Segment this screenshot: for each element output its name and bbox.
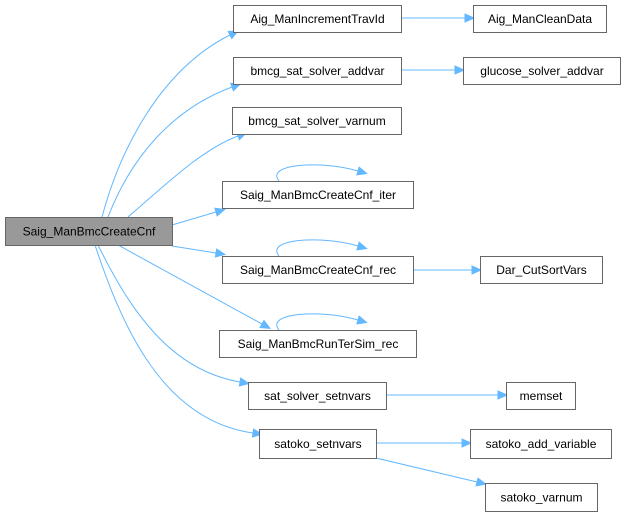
edge-incTrav-to-clean (401, 13, 476, 23)
edge-line (117, 244, 263, 325)
arrowhead-icon (214, 207, 226, 217)
node-box (463, 57, 621, 85)
function-node-setnvars[interactable]: sat_solver_setnvars (248, 382, 387, 410)
nodes-layer: Saig_ManBmcCreateCnf Aig_ManIncrementTrav… (5, 5, 621, 512)
arrowhead-icon (454, 65, 466, 75)
node-box (506, 382, 576, 410)
edge-line (276, 164, 359, 182)
node-label: Saig_ManBmcCreateCnf_iter (240, 188, 396, 202)
function-node-clean[interactable]: Aig_ManCleanData (473, 5, 607, 33)
node-box (470, 429, 612, 459)
node-box (233, 57, 402, 85)
arrowhead-icon (497, 390, 509, 400)
edge-addvar-to-glucose (401, 65, 466, 75)
node-box (473, 5, 607, 33)
node-label: sat_solver_setnvars (264, 389, 371, 403)
node-box (485, 483, 598, 512)
root-function-node[interactable]: Saig_ManBmcCreateCnf (5, 217, 173, 246)
edge-root-to-addvar (107, 82, 242, 218)
node-label: Aig_ManIncrementTravId (250, 12, 384, 26)
node-label: memset (520, 389, 563, 403)
arrowhead-icon (461, 438, 473, 448)
edge-rec-to-dar (413, 265, 483, 275)
function-node-rec[interactable]: Saig_ManBmcCreateCnf_rec (222, 256, 414, 284)
node-box (222, 256, 414, 284)
edge-line (97, 244, 241, 383)
node-label: glucose_solver_addvar (480, 64, 603, 78)
node-label: satoko_add_variable (486, 437, 597, 451)
edge-tersim-to-tersim (276, 313, 368, 331)
arrowhead-icon (356, 241, 368, 251)
node-box (5, 217, 173, 246)
node-label: satoko_varnum (500, 491, 582, 505)
edge-root-to-rec (171, 245, 227, 258)
edge-line (276, 313, 359, 331)
edge-satoko-to-addvarS (376, 438, 473, 448)
node-label: Aig_ManCleanData (488, 12, 592, 26)
node-label: satoko_setnvars (274, 437, 361, 451)
node-box (248, 382, 387, 410)
edge-root-to-tersim (117, 244, 271, 329)
node-label: Saig_ManBmcRunTerSim_rec (238, 337, 399, 351)
function-node-glucose[interactable]: glucose_solver_addvar (463, 57, 621, 85)
edge-iter-to-iter (276, 164, 368, 182)
function-node-varnumS[interactable]: satoko_varnum (485, 483, 598, 512)
node-label: Saig_ManBmcCreateCnf_rec (240, 263, 396, 277)
edge-root-to-iter (171, 207, 226, 226)
edge-satoko-to-varnumS (375, 457, 487, 487)
edge-root-to-satoko (94, 244, 264, 438)
node-box (219, 330, 417, 358)
arrowhead-icon (464, 13, 476, 23)
function-node-dar[interactable]: Dar_CutSortVars (480, 256, 603, 284)
function-node-iter[interactable]: Saig_ManBmcCreateCnf_iter (222, 181, 414, 209)
node-box (232, 107, 402, 135)
function-node-addvarS[interactable]: satoko_add_variable (470, 429, 612, 459)
node-box (222, 181, 414, 209)
arrowhead-icon (238, 377, 251, 387)
edge-root-to-setnvars (97, 244, 251, 387)
node-box (259, 429, 377, 459)
edge-line (276, 239, 359, 257)
function-node-satoko[interactable]: satoko_setnvars (259, 429, 377, 459)
node-label: bmcg_sat_solver_varnum (248, 114, 385, 128)
node-label: bmcg_sat_solver_addvar (250, 64, 384, 78)
edge-rec-to-rec (276, 239, 368, 257)
arrowhead-icon (214, 248, 227, 258)
edges-layer (94, 13, 509, 487)
arrowhead-icon (471, 265, 483, 275)
arrowhead-icon (356, 315, 368, 325)
node-label: Saig_ManBmcCreateCnf (23, 225, 156, 239)
function-node-tersim[interactable]: Saig_ManBmcRunTerSim_rec (219, 330, 417, 358)
edge-line (94, 244, 254, 434)
edge-line (127, 135, 239, 218)
function-node-addvar[interactable]: bmcg_sat_solver_addvar (233, 57, 402, 85)
node-box (233, 5, 402, 33)
arrowhead-icon (475, 477, 487, 487)
edge-line (171, 211, 217, 226)
arrowhead-icon (259, 319, 271, 329)
edge-line (171, 245, 217, 254)
edge-line (101, 34, 231, 218)
arrowhead-icon (356, 166, 368, 176)
node-box (480, 256, 603, 284)
edge-line (375, 457, 478, 483)
function-node-varnum[interactable]: bmcg_sat_solver_varnum (232, 107, 402, 135)
function-node-memset[interactable]: memset (506, 382, 576, 410)
function-node-incTrav[interactable]: Aig_ManIncrementTravId (233, 5, 402, 33)
edge-line (107, 86, 233, 218)
arrowhead-icon (251, 428, 264, 438)
edge-setnvars-to-memset (386, 390, 509, 400)
node-label: Dar_CutSortVars (496, 263, 586, 277)
